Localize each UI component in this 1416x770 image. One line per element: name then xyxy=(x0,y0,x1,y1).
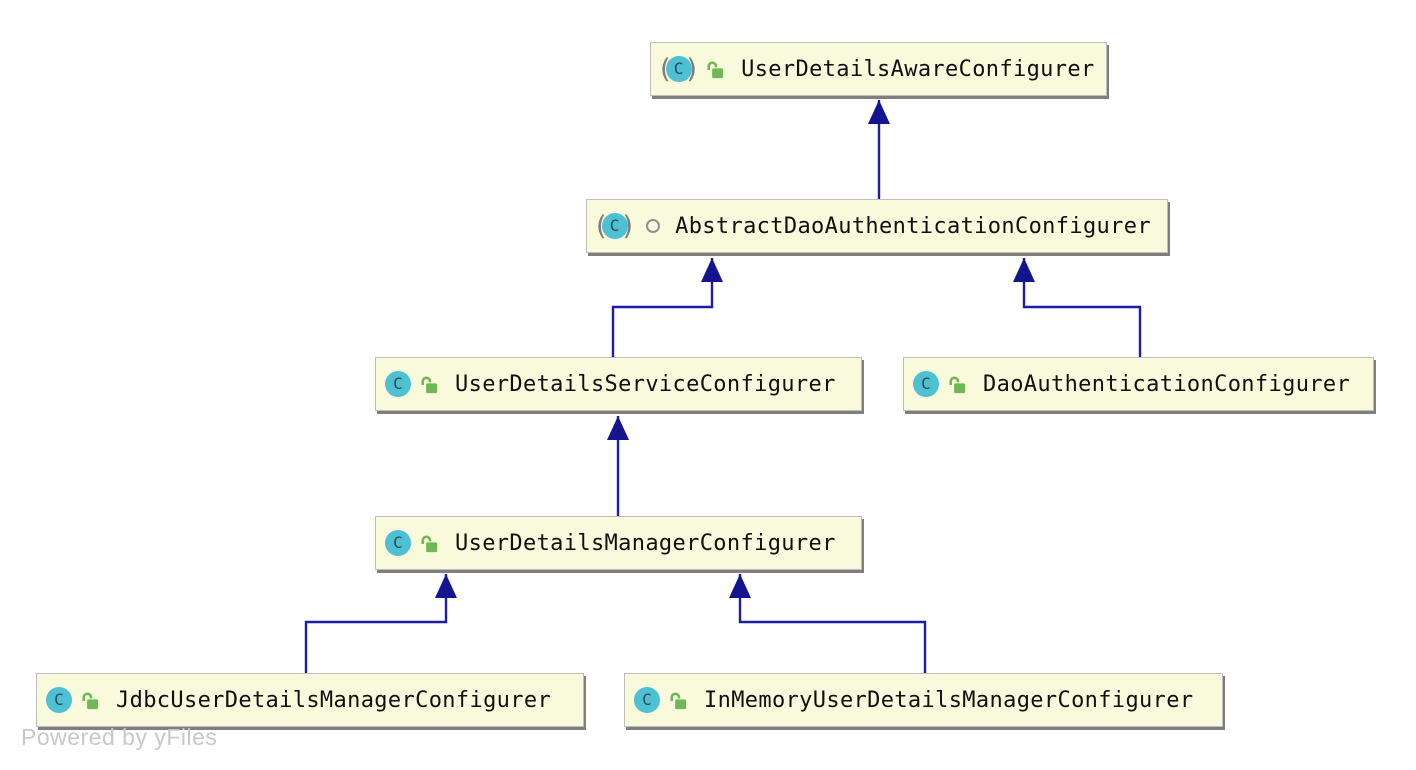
unlocked-icon xyxy=(419,374,440,395)
abstract-paren: ( xyxy=(596,210,607,242)
inheritance-edge xyxy=(1013,258,1142,357)
inheritance-edge xyxy=(729,574,927,673)
class-letter-circle: C xyxy=(665,56,692,82)
inheritance-arrowhead xyxy=(701,258,723,282)
class-letter-circle: C xyxy=(385,530,411,556)
inheritance-arrowhead xyxy=(729,574,751,598)
inheritance-arrowhead xyxy=(435,574,457,598)
inheritance-arrowhead xyxy=(607,416,629,440)
class-node-dao-authentication-configurer[interactable]: C DaoAuthenticationConfigurer xyxy=(903,357,1374,411)
class-icon: C xyxy=(634,687,660,713)
abstract-class-icon: (C) xyxy=(596,213,633,240)
class-name-label: JdbcUserDetailsManagerConfigurer xyxy=(116,687,552,713)
abstract-paren: ( xyxy=(660,53,671,85)
inheritance-arrowhead xyxy=(1013,258,1035,282)
unlocked-icon xyxy=(419,533,440,554)
inheritance-edge xyxy=(611,258,723,357)
class-letter-circle: C xyxy=(634,687,660,713)
inheritance-edge xyxy=(607,416,629,516)
class-node-user-details-aware-configurer[interactable]: (C) UserDetailsAwareConfigurer xyxy=(650,42,1107,96)
class-node-in-memory-user-details-manager-configurer[interactable]: C InMemoryUserDetailsManagerConfigurer xyxy=(624,673,1223,727)
class-name-label: UserDetailsManagerConfigurer xyxy=(455,530,836,556)
abstract-paren: ) xyxy=(686,53,698,85)
class-name-label: InMemoryUserDetailsManagerConfigurer xyxy=(704,687,1194,713)
class-node-jdbc-user-details-manager-configurer[interactable]: C JdbcUserDetailsManagerConfigurer xyxy=(36,673,584,727)
class-icon: C xyxy=(385,371,411,397)
class-icon: C xyxy=(913,371,939,397)
unlocked-icon xyxy=(705,59,726,80)
unlocked-icon xyxy=(947,374,968,395)
class-name-label: DaoAuthenticationConfigurer xyxy=(983,371,1351,397)
class-letter-circle: C xyxy=(913,371,939,397)
class-node-abstract-dao-authentication-configurer[interactable]: (C) AbstractDaoAuthenticationConfigurer xyxy=(586,199,1168,253)
class-icon: C xyxy=(46,687,72,713)
yfiles-watermark: Powered by yFiles xyxy=(21,724,218,750)
abstract-class-icon: (C) xyxy=(660,56,697,83)
class-name-label: AbstractDaoAuthenticationConfigurer xyxy=(675,213,1151,239)
class-letter-circle: C xyxy=(46,687,72,713)
inheritance-edge xyxy=(868,100,890,199)
class-letter-circle: C xyxy=(385,371,411,397)
unlocked-icon xyxy=(80,690,101,711)
class-node-user-details-service-configurer[interactable]: C UserDetailsServiceConfigurer xyxy=(375,357,862,411)
class-node-user-details-manager-configurer[interactable]: C UserDetailsManagerConfigurer xyxy=(375,516,862,570)
inheritance-arrowhead xyxy=(868,100,890,124)
class-name-label: UserDetailsServiceConfigurer xyxy=(455,371,836,397)
abstract-paren: ) xyxy=(622,210,634,242)
class-name-label: UserDetailsAwareConfigurer xyxy=(741,56,1095,82)
class-icon: C xyxy=(385,530,411,556)
unlocked-icon xyxy=(668,690,689,711)
inheritance-edge xyxy=(304,574,457,673)
package-private-icon xyxy=(646,219,661,233)
class-letter-circle: C xyxy=(601,213,628,239)
